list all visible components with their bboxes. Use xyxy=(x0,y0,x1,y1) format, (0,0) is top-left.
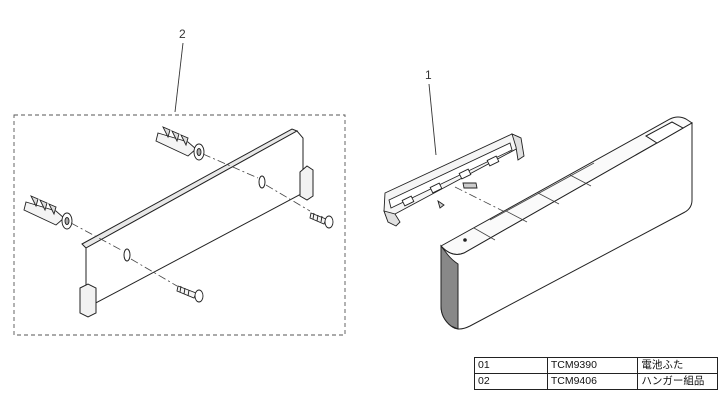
part-number-cell: 01 xyxy=(474,357,548,374)
hanger-plate xyxy=(79,128,314,318)
part-code-cell: TCM9406 xyxy=(546,373,639,390)
part-name-cell: ハンガー組品 xyxy=(637,373,718,390)
screw-hole-lower xyxy=(123,248,131,262)
wall-anchor-lower xyxy=(23,195,73,230)
battery-cover xyxy=(383,133,525,227)
parts-table: 01 TCM9390 電池ふた 02 TCM9406 ハンガー組品 xyxy=(474,357,718,390)
callout-2-label: 2 xyxy=(179,27,186,41)
screw-upper xyxy=(309,212,334,229)
part-number-cell: 02 xyxy=(474,373,548,390)
remote-control-body xyxy=(440,116,693,330)
callout-1-label: 1 xyxy=(425,68,432,82)
indicator-dot xyxy=(463,238,467,242)
screw-lower xyxy=(176,285,204,303)
part-code-cell: TCM9390 xyxy=(546,357,639,374)
table-row: 01 TCM9390 電池ふた xyxy=(474,357,718,374)
callout-1-leader xyxy=(428,83,437,156)
hanger-set-group-box xyxy=(13,114,346,336)
screw-hole-upper xyxy=(258,175,266,189)
part-name-cell: 電池ふた xyxy=(637,357,718,374)
assembly-guide-lines xyxy=(70,153,506,287)
callout-2-leader xyxy=(174,42,184,113)
wall-anchor-upper xyxy=(155,126,205,161)
table-row: 02 TCM9406 ハンガー組品 xyxy=(474,373,718,390)
